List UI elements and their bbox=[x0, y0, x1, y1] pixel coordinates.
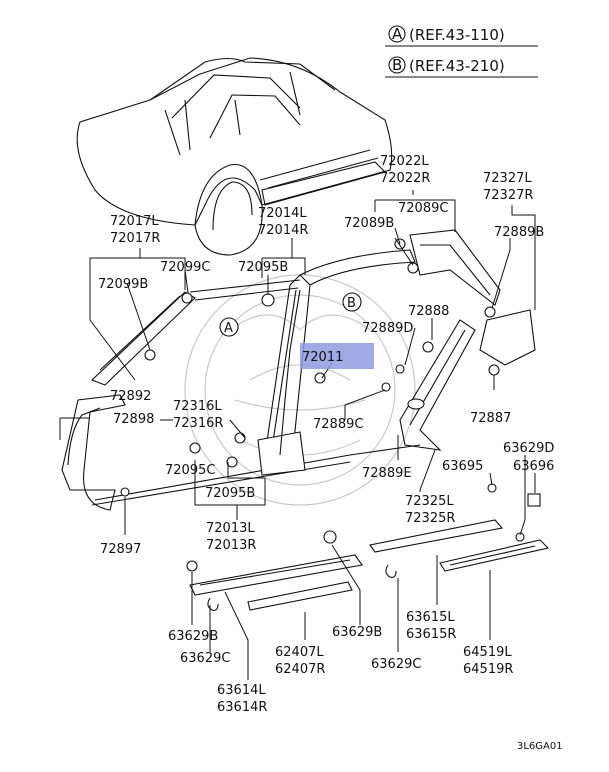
callout-b-circle bbox=[342, 292, 362, 312]
callout-a: A bbox=[224, 321, 233, 336]
fasteners bbox=[120, 238, 541, 611]
label-72095B-top[interactable]: 72095B bbox=[238, 260, 288, 275]
label-63629C-left[interactable]: 63629C bbox=[180, 651, 230, 666]
car-illustration bbox=[76, 57, 393, 256]
label-72889C[interactable]: 72889C bbox=[313, 417, 363, 432]
label-72011[interactable]: 72011 bbox=[302, 350, 343, 365]
label-72325R[interactable]: 72325R bbox=[405, 511, 455, 526]
label-64519R[interactable]: 64519R bbox=[463, 662, 513, 677]
rear-pillar-trim bbox=[399, 229, 536, 451]
label-72014L[interactable]: 72014L bbox=[258, 206, 307, 221]
ref-a-text: (REF.43-110) bbox=[409, 26, 505, 44]
label-72095C[interactable]: 72095C bbox=[165, 463, 215, 478]
label-63615R[interactable]: 63615R bbox=[406, 627, 456, 642]
label-72022L[interactable]: 72022L bbox=[380, 154, 429, 169]
label-72898[interactable]: 72898 bbox=[113, 412, 154, 427]
label-72099B[interactable]: 72099B bbox=[98, 277, 148, 292]
ref-legend: A (REF.43-110) B (REF.43-210) bbox=[385, 25, 538, 78]
label-63695[interactable]: 63695 bbox=[442, 459, 483, 474]
label-64519L[interactable]: 64519L bbox=[463, 645, 512, 660]
label-72889B[interactable]: 72889B bbox=[494, 225, 544, 240]
label-72327R[interactable]: 72327R bbox=[483, 188, 533, 203]
ref-b-text: (REF.43-210) bbox=[409, 57, 505, 75]
center-pillar-trim bbox=[257, 249, 416, 476]
label-72327L[interactable]: 72327L bbox=[483, 171, 532, 186]
diagram-code: 3L6GA01 bbox=[517, 741, 563, 752]
label-72013L[interactable]: 72013L bbox=[206, 521, 255, 536]
label-72099C[interactable]: 72099C bbox=[160, 260, 210, 275]
label-72892[interactable]: 72892 bbox=[110, 389, 151, 404]
label-72014R[interactable]: 72014R bbox=[258, 223, 308, 238]
scuff-plates bbox=[189, 519, 550, 611]
leader-lines bbox=[59, 190, 536, 680]
label-72089B-top[interactable]: 72089B bbox=[344, 216, 394, 231]
part-labels[interactable]: 72022L 72022R 72327L 72327R 72017L 72017… bbox=[98, 154, 554, 715]
label-63629C-right[interactable]: 63629C bbox=[371, 657, 421, 672]
label-72889E[interactable]: 72889E bbox=[362, 466, 412, 481]
label-72013R[interactable]: 72013R bbox=[206, 538, 256, 553]
label-63629B-left[interactable]: 63629B bbox=[168, 629, 218, 644]
highlight-72011 bbox=[300, 343, 374, 369]
label-72897[interactable]: 72897 bbox=[100, 542, 141, 557]
label-63614R[interactable]: 63614R bbox=[217, 700, 267, 715]
label-72017L[interactable]: 72017L bbox=[110, 214, 159, 229]
label-72089C[interactable]: 72089C bbox=[398, 201, 448, 216]
label-63615L[interactable]: 63615L bbox=[406, 610, 455, 625]
label-72022R[interactable]: 72022R bbox=[380, 171, 430, 186]
label-72889D[interactable]: 72889D bbox=[362, 321, 413, 336]
label-72017R[interactable]: 72017R bbox=[110, 231, 160, 246]
label-72325L[interactable]: 72325L bbox=[405, 494, 454, 509]
front-pillar-trim bbox=[61, 279, 421, 511]
label-72316L[interactable]: 72316L bbox=[173, 399, 222, 414]
ref-b-circle bbox=[388, 56, 406, 74]
label-62407R[interactable]: 62407R bbox=[275, 662, 325, 677]
label-62407L[interactable]: 62407L bbox=[275, 645, 324, 660]
label-63614L[interactable]: 63614L bbox=[217, 683, 266, 698]
ref-a-circle bbox=[388, 25, 406, 43]
label-72888[interactable]: 72888 bbox=[408, 304, 449, 319]
ref-a-letter: A bbox=[392, 25, 403, 43]
label-63696[interactable]: 63696 bbox=[513, 459, 554, 474]
label-72095B-bot[interactable]: 72095B bbox=[205, 486, 255, 501]
callouts: A B bbox=[219, 292, 362, 337]
ref-b-letter: B bbox=[392, 56, 402, 74]
label-72316R[interactable]: 72316R bbox=[173, 416, 223, 431]
label-63629D[interactable]: 63629D bbox=[503, 441, 554, 456]
callout-b: B bbox=[347, 296, 356, 311]
callout-a-circle bbox=[219, 317, 239, 337]
label-63629B-right[interactable]: 63629B bbox=[332, 625, 382, 640]
label-72887[interactable]: 72887 bbox=[470, 411, 511, 426]
